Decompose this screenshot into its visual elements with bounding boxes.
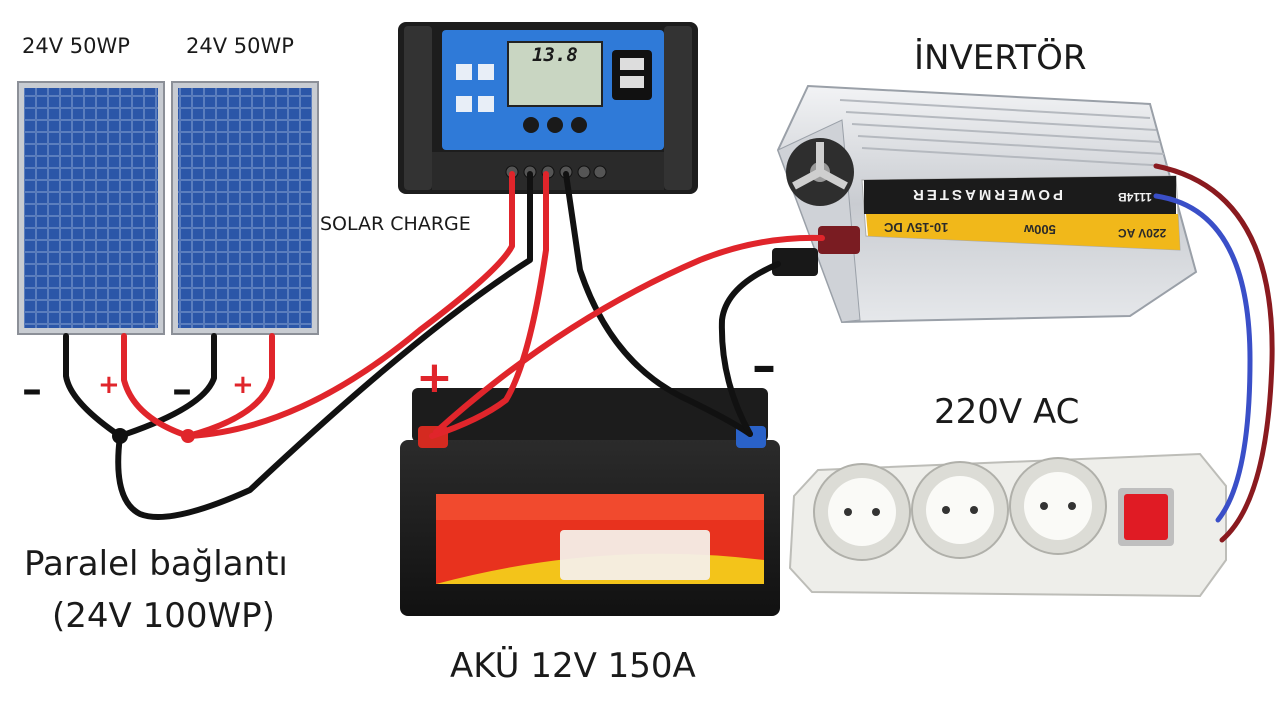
inverter-brand-strip: [864, 176, 1176, 214]
wire-panel2-positive: [185, 333, 275, 439]
solar-panel-2: [171, 81, 319, 335]
wire-positive-panels-to-controller: [185, 171, 515, 439]
controller-button: [523, 117, 539, 133]
inverter-positive-terminal: [818, 226, 860, 254]
wire-negative-panels-to-controller: [115, 171, 533, 520]
controller-lcd: [507, 41, 603, 107]
solar-panel-1: [17, 81, 165, 335]
panel-1-label: 24V 50WP: [22, 34, 130, 58]
controller-button: [571, 117, 587, 133]
inverter-negative-terminal: [772, 248, 818, 276]
ac-cable-live: [1153, 163, 1275, 543]
inverter-label: İNVERTÖR: [914, 38, 1087, 78]
inverter: [772, 84, 1198, 324]
battery-negative-sign: –: [752, 338, 776, 394]
wire-negative-battery-to-inverter: [718, 261, 781, 437]
inverter-power-rating: 500w: [1024, 222, 1056, 237]
panel-1-positive-sign: +: [98, 370, 120, 400]
parallel-connection-label: Paralel bağlantı: [24, 544, 288, 584]
wire-positive-controller-to-battery: [429, 171, 549, 439]
wire-panel2-negative: [117, 333, 217, 439]
battery-positive-sign: +: [416, 352, 453, 403]
inverter-brand: POWERMASTER: [910, 186, 1063, 203]
inverter-model: 1114B: [1118, 190, 1153, 204]
panel-1-negative-sign: –: [22, 367, 42, 413]
usb-port-block: [612, 50, 652, 100]
wire-negative-controller-to-battery: [563, 171, 753, 437]
wire-positive-battery-to-inverter: [433, 234, 825, 435]
controller-screen-value: 13.8: [532, 44, 578, 66]
controller-label: SOLAR CHARGE: [320, 213, 471, 235]
charge-controller: [398, 22, 698, 194]
battery-label: AKÜ 12V 150A: [450, 646, 696, 686]
ac-output-label: 220V AC: [934, 392, 1080, 432]
battery: [400, 388, 780, 616]
power-strip: [788, 452, 1227, 598]
wire-panel1-positive: [121, 333, 191, 439]
inverter-rating-strip: [866, 214, 1180, 250]
inverter-output-rating: 220V AC: [1118, 226, 1167, 240]
parallel-rating-label: (24V 100WP): [52, 596, 275, 636]
positive-junction: [181, 429, 195, 443]
panel-2-label: 24V 50WP: [186, 34, 294, 58]
negative-junction: [112, 428, 128, 444]
inverter-input-rating: 10-15V DC: [884, 220, 949, 235]
wire-panel1-negative: [63, 333, 123, 439]
power-switch: [1124, 494, 1168, 540]
controller-button: [547, 117, 563, 133]
panel-2-negative-sign: –: [172, 367, 192, 413]
ac-cable-neutral: [1153, 193, 1253, 523]
panel-2-positive-sign: +: [232, 370, 254, 400]
